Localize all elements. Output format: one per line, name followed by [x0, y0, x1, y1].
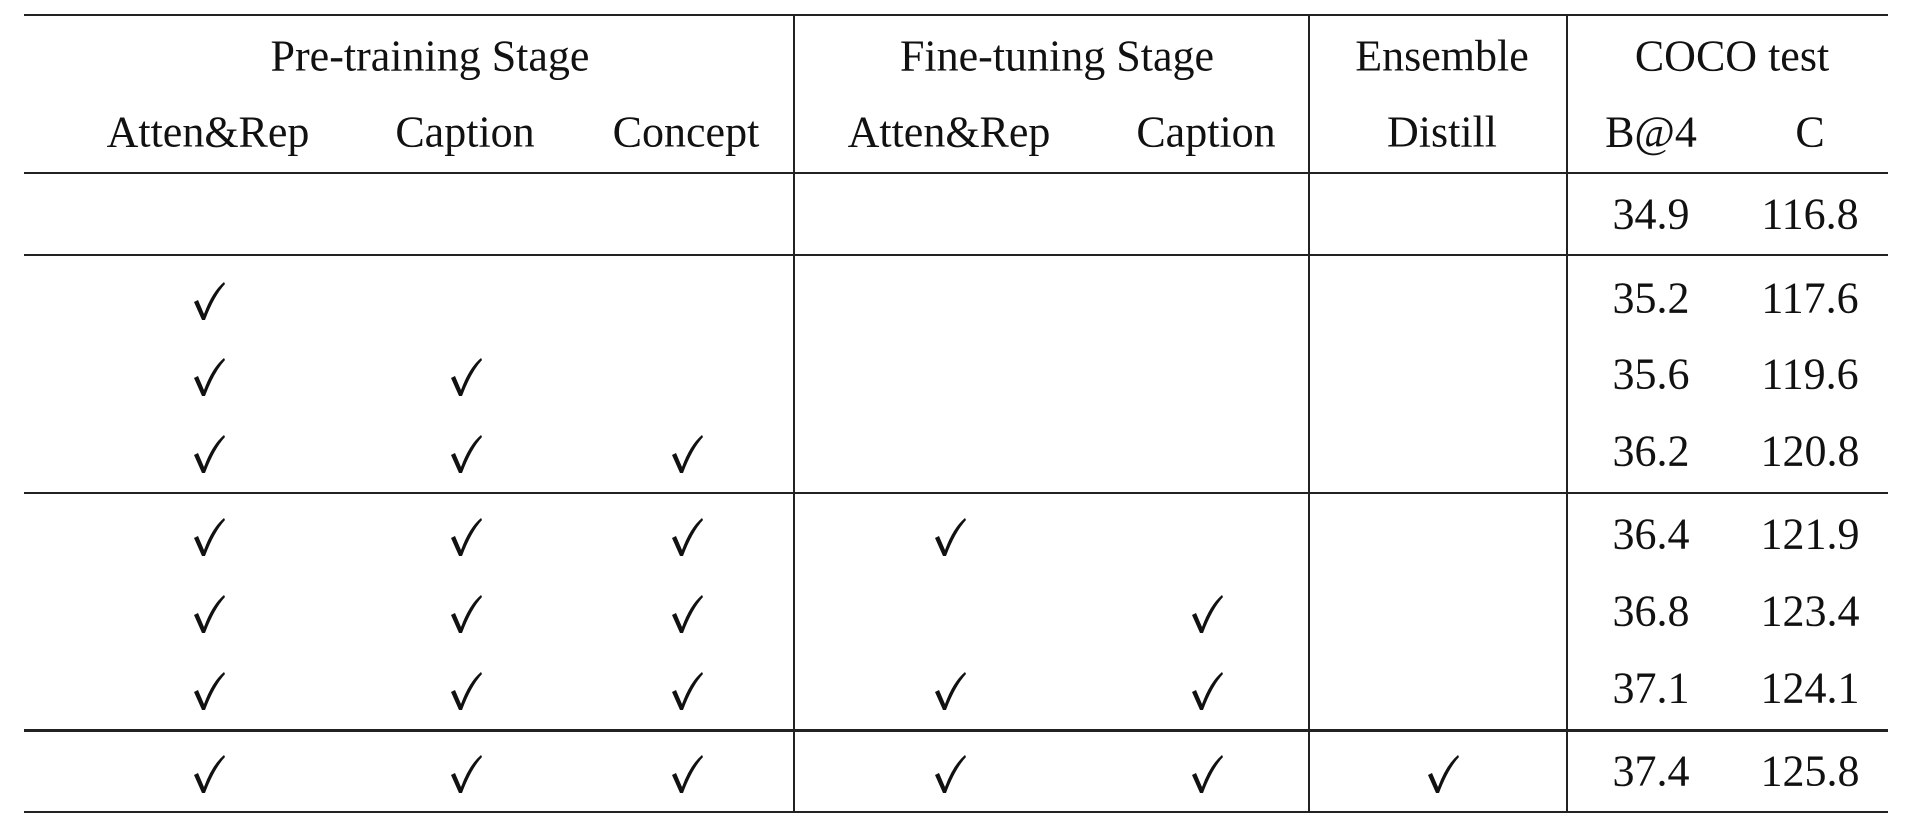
checkmark-icon: [451, 672, 482, 710]
checkmark-icon: [451, 755, 482, 793]
checkmark-icon: [194, 672, 225, 710]
bleu4-value: 36.2: [1612, 426, 1690, 476]
checkmark-icon: [1192, 672, 1223, 710]
baseline-rule: [24, 254, 1888, 256]
cider-value: 123.4: [1760, 586, 1860, 636]
bottom-rule: [24, 811, 1888, 813]
checkmark-icon: [935, 518, 966, 556]
column-divider: [1308, 15, 1310, 812]
sub-header-ft-atten-rep: Atten&Rep: [847, 107, 1051, 157]
cider-value: 121.9: [1760, 509, 1860, 559]
column-divider: [793, 15, 795, 812]
bleu4-value: 35.2: [1612, 273, 1690, 323]
group-header-ensemble: Ensemble: [1355, 31, 1529, 81]
checkmark-icon: [194, 755, 225, 793]
group-header-pretraining: Pre-training Stage: [270, 31, 590, 81]
top-rule: [24, 14, 1888, 16]
sub-header-pre-atten-rep: Atten&Rep: [106, 107, 310, 157]
checkmark-icon: [935, 755, 966, 793]
sub-header-ft-caption: Caption: [1136, 107, 1276, 157]
column-divider: [1566, 15, 1568, 812]
sub-header-bleu4: B@4: [1605, 107, 1697, 157]
checkmark-icon: [451, 358, 482, 396]
finetune-rule: [24, 729, 1888, 732]
checkmark-icon: [451, 435, 482, 473]
checkmark-icon: [194, 358, 225, 396]
group-header-coco-test: COCO test: [1634, 31, 1830, 81]
bleu4-value: 34.9: [1612, 189, 1690, 239]
sub-header-pre-caption: Caption: [395, 107, 535, 157]
bleu4-value: 37.4: [1612, 746, 1690, 796]
bleu4-value: 36.4: [1612, 509, 1690, 559]
sub-header-distill: Distill: [1386, 107, 1498, 157]
header-rule: [24, 172, 1888, 174]
checkmark-icon: [1192, 595, 1223, 633]
checkmark-icon: [672, 672, 703, 710]
checkmark-icon: [672, 435, 703, 473]
checkmark-icon: [1192, 755, 1223, 793]
cider-value: 124.1: [1760, 663, 1860, 713]
checkmark-icon: [935, 672, 966, 710]
sub-header-pre-concept: Concept: [612, 107, 760, 157]
cider-value: 125.8: [1760, 746, 1860, 796]
bleu4-value: 36.8: [1612, 586, 1690, 636]
checkmark-icon: [672, 755, 703, 793]
checkmark-icon: [672, 518, 703, 556]
checkmark-icon: [451, 595, 482, 633]
sub-header-cider: C: [1795, 107, 1825, 157]
checkmark-icon: [672, 595, 703, 633]
group-header-finetuning: Fine-tuning Stage: [899, 31, 1215, 81]
checkmark-icon: [1428, 755, 1459, 793]
cider-value: 116.8: [1761, 189, 1859, 239]
cider-value: 120.8: [1760, 426, 1860, 476]
pretrain-rule: [24, 492, 1888, 494]
checkmark-icon: [451, 518, 482, 556]
checkmark-icon: [194, 518, 225, 556]
checkmark-icon: [194, 435, 225, 473]
cider-value: 117.6: [1761, 273, 1859, 323]
checkmark-icon: [194, 282, 225, 320]
bleu4-value: 37.1: [1612, 663, 1690, 713]
checkmark-icon: [194, 595, 225, 633]
cider-value: 119.6: [1761, 349, 1859, 399]
bleu4-value: 35.6: [1612, 349, 1690, 399]
